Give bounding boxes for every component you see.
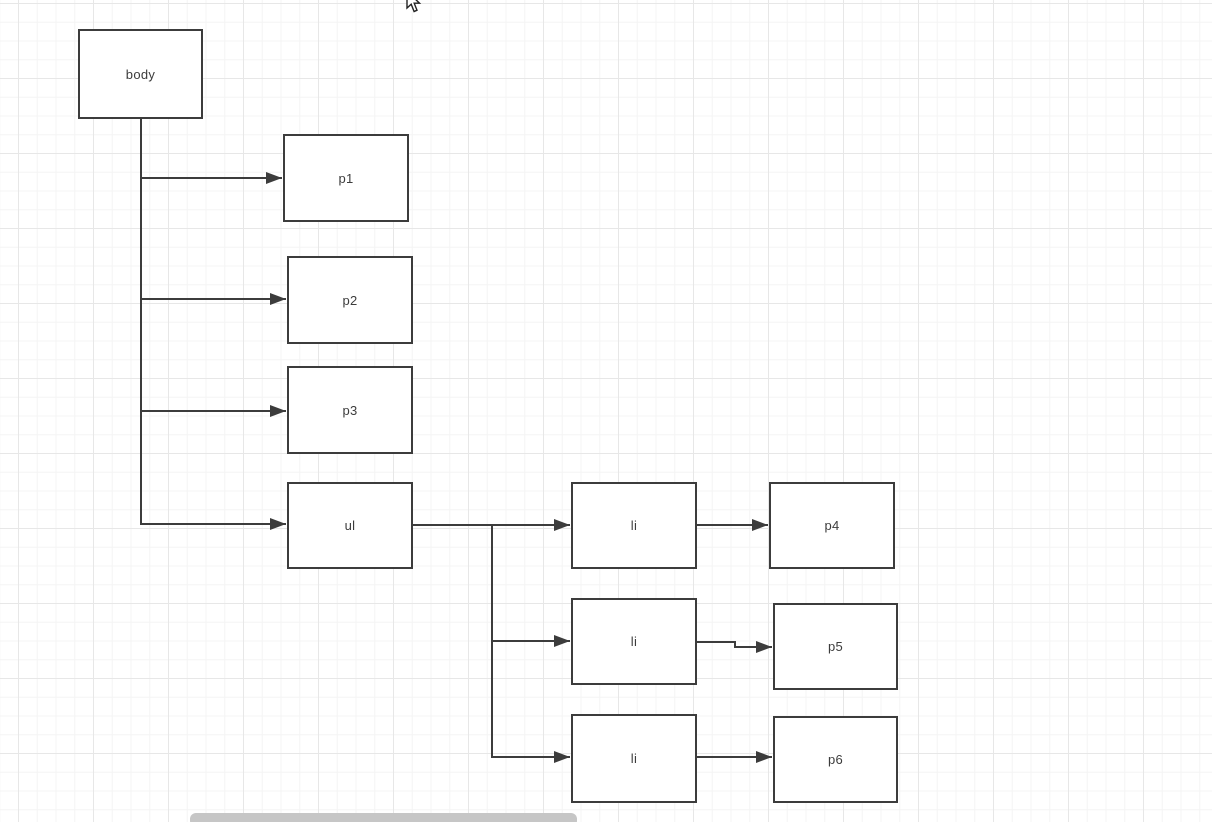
node-li-3-label: li (630, 751, 638, 766)
node-li-2-label: li (630, 634, 638, 649)
node-li-2[interactable]: li (571, 598, 697, 685)
mouse-cursor-icon (406, 0, 422, 13)
horizontal-scrollbar-thumb[interactable] (190, 813, 577, 822)
node-li-3[interactable]: li (571, 714, 697, 803)
node-ul[interactable]: ul (287, 482, 413, 569)
node-body[interactable]: body (78, 29, 203, 119)
node-p5-label: p5 (827, 639, 844, 654)
edge-body-ul[interactable] (140, 119, 286, 530)
edge-body-p1[interactable] (140, 119, 282, 184)
node-p2-label: p2 (342, 292, 358, 308)
node-p1[interactable]: p1 (283, 134, 409, 222)
node-p1-label: p1 (338, 170, 354, 186)
node-ul-label: ul (344, 518, 356, 533)
node-body-label: body (125, 66, 156, 82)
edge-ul-li3[interactable] (413, 524, 570, 763)
edge-li2-p5[interactable] (697, 641, 772, 653)
node-p2[interactable]: p2 (287, 256, 413, 344)
node-p6-label: p6 (827, 752, 844, 767)
node-p3-label: p3 (342, 402, 358, 418)
node-li-1[interactable]: li (571, 482, 697, 569)
node-li-1-label: li (630, 518, 638, 533)
edge-ul-li2[interactable] (413, 524, 570, 647)
node-p4[interactable]: p4 (769, 482, 895, 569)
edge-body-p2[interactable] (140, 119, 286, 305)
node-p3[interactable]: p3 (287, 366, 413, 454)
edge-body-p3[interactable] (140, 119, 286, 417)
node-p4-label: p4 (824, 518, 840, 533)
node-p5[interactable]: p5 (773, 603, 898, 690)
node-p6[interactable]: p6 (773, 716, 898, 803)
